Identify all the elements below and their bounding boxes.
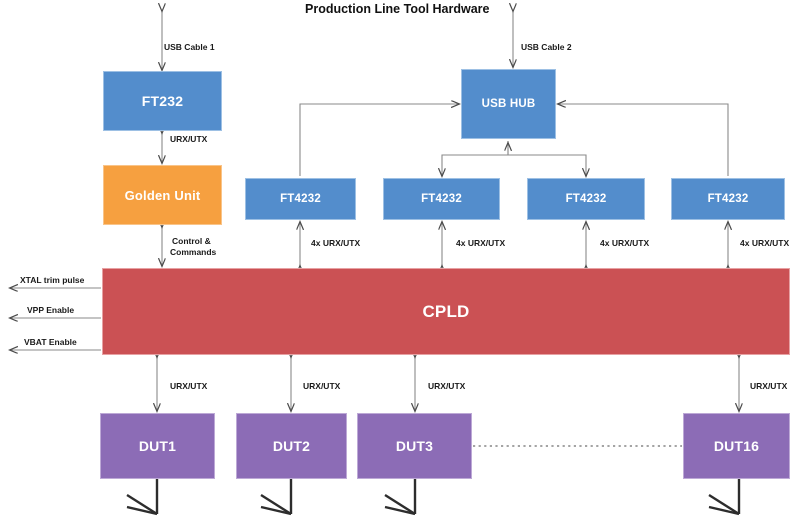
edge-label-4x-urx-utx-c: 4x URX/UTX: [600, 238, 650, 248]
block-label: Golden Unit: [124, 187, 201, 203]
edge-label-vpp-enable: VPP Enable: [27, 305, 75, 315]
connector-usbhub-ft4232b: [442, 141, 509, 176]
antenna-icon-dut3: [384, 479, 417, 516]
block-label: DUT1: [138, 438, 177, 454]
block-dut1[interactable]: DUT1: [100, 413, 215, 479]
edge-label-usb-cable-1: USB Cable 1: [164, 42, 215, 52]
edge-label-4x-urx-utx-d: 4x URX/UTX: [740, 238, 790, 248]
block-label: FT4232: [280, 193, 321, 205]
block-ft4232d[interactable]: FT4232: [671, 178, 785, 220]
edge-label-control-cmds-2: Commands: [170, 247, 217, 257]
connector-ft4232a-usbhub: [299, 104, 459, 176]
block-label: DUT3: [395, 438, 434, 454]
edge-label-4x-urx-utx-a: 4x URX/UTX: [311, 238, 361, 248]
antenna-icon-dut2: [260, 479, 293, 516]
edge-label-urx-utx-d2: URX/UTX: [303, 381, 341, 391]
edge-label-urx-utx-d1: URX/UTX: [170, 381, 208, 391]
connector-ft4232d-usbhub: [558, 104, 729, 176]
block-label: FT4232: [565, 193, 607, 205]
edge-label-vbat-enable: VBAT Enable: [24, 337, 77, 347]
edge-label-control-cmds-1: Control &: [172, 236, 211, 246]
block-dut2[interactable]: DUT2: [236, 413, 347, 479]
edge-label-urx-utx-d3: URX/UTX: [428, 381, 466, 391]
block-label: FT4232: [421, 193, 462, 205]
antenna-icon-dut1: [126, 479, 159, 516]
edge-label-usb-cable-2: USB Cable 2: [521, 42, 572, 52]
block-golden[interactable]: Golden Unit: [103, 165, 222, 225]
block-label: CPLD: [422, 301, 470, 321]
edge-label-4x-urx-utx-b: 4x URX/UTX: [456, 238, 506, 248]
block-label: FT4232: [707, 193, 749, 205]
diagram-title: Production Line Tool Hardware: [305, 2, 490, 16]
block-dut16[interactable]: DUT16: [683, 413, 790, 479]
antenna-icon-dut16: [708, 479, 741, 516]
block-label: FT232: [141, 93, 184, 109]
edge-label-xtal-trim: XTAL trim pulse: [20, 275, 85, 285]
block-dut3[interactable]: DUT3: [357, 413, 472, 479]
block-label: DUT2: [272, 438, 311, 454]
block-ft4232a[interactable]: FT4232: [245, 178, 356, 220]
block-ft4232b[interactable]: FT4232: [383, 178, 500, 220]
connector-usbhub-ft4232c: [508, 154, 586, 176]
block-label: USB HUB: [481, 98, 536, 110]
edge-label-urx-utx-d16: URX/UTX: [750, 381, 788, 391]
block-cpld[interactable]: CPLD: [102, 268, 790, 355]
block-ft232[interactable]: FT232: [103, 71, 222, 131]
edge-label-urx-utx-golden: URX/UTX: [170, 134, 208, 144]
block-label: DUT16: [713, 438, 760, 454]
block-ft4232c[interactable]: FT4232: [527, 178, 645, 220]
block-usbhub[interactable]: USB HUB: [461, 69, 556, 139]
